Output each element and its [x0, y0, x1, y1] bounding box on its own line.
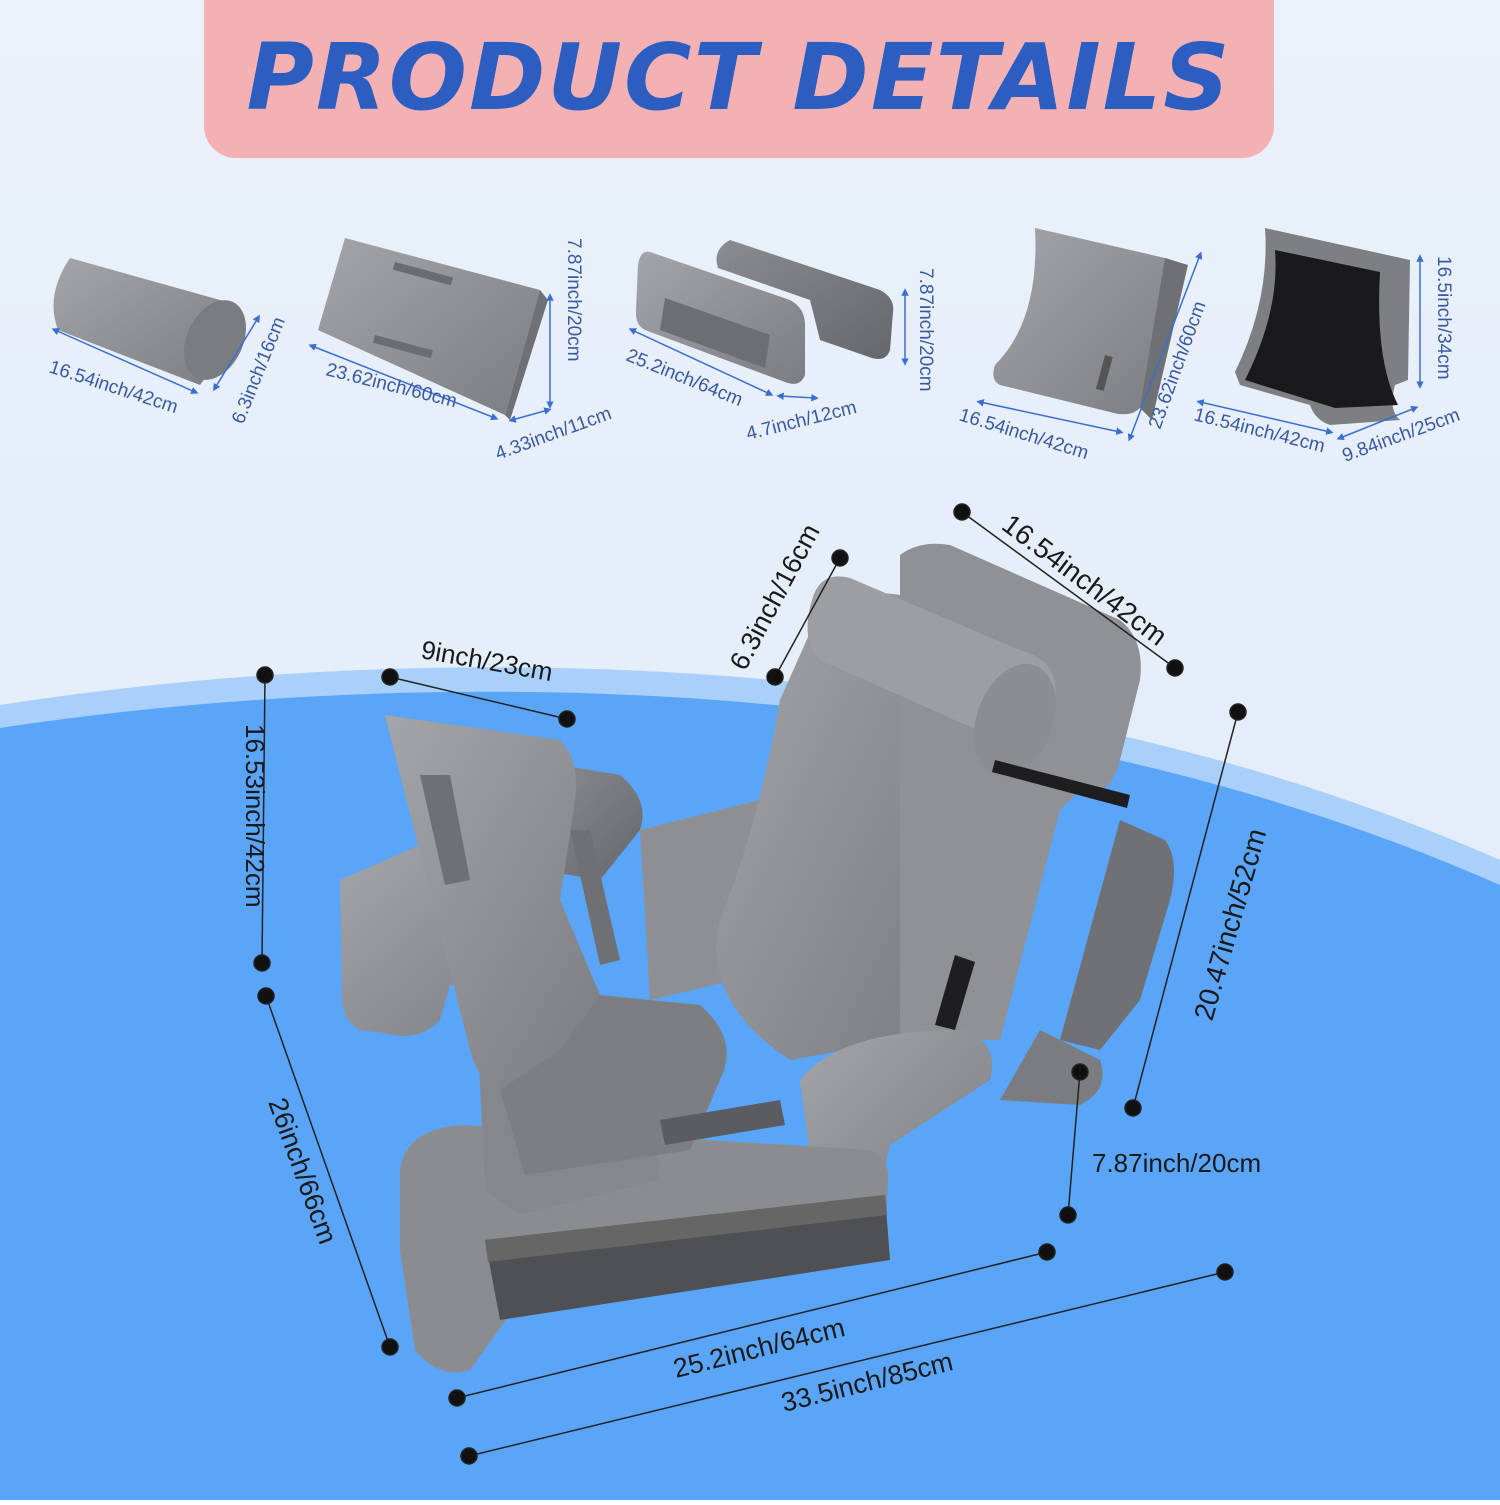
- assembled-bed-chair: [340, 543, 1174, 1373]
- assembled-dimension-lines: [253, 503, 1247, 1465]
- assembled-armrest-height-label: 7.87inch/20cm: [1092, 1148, 1261, 1178]
- armrest-height-label: 7.87inch/20cm: [915, 268, 936, 392]
- title-banner: PRODUCT DETAILS: [204, 0, 1274, 158]
- base-height-label: 16.5inch/34cm: [1433, 256, 1454, 380]
- assembled-left-height-label: 16.53inch/42cm: [240, 724, 270, 908]
- base-support-piece: [1235, 228, 1410, 425]
- wedge-height-label: 7.87inch/20cm: [563, 238, 584, 362]
- banner-title: PRODUCT DETAILS: [246, 24, 1232, 131]
